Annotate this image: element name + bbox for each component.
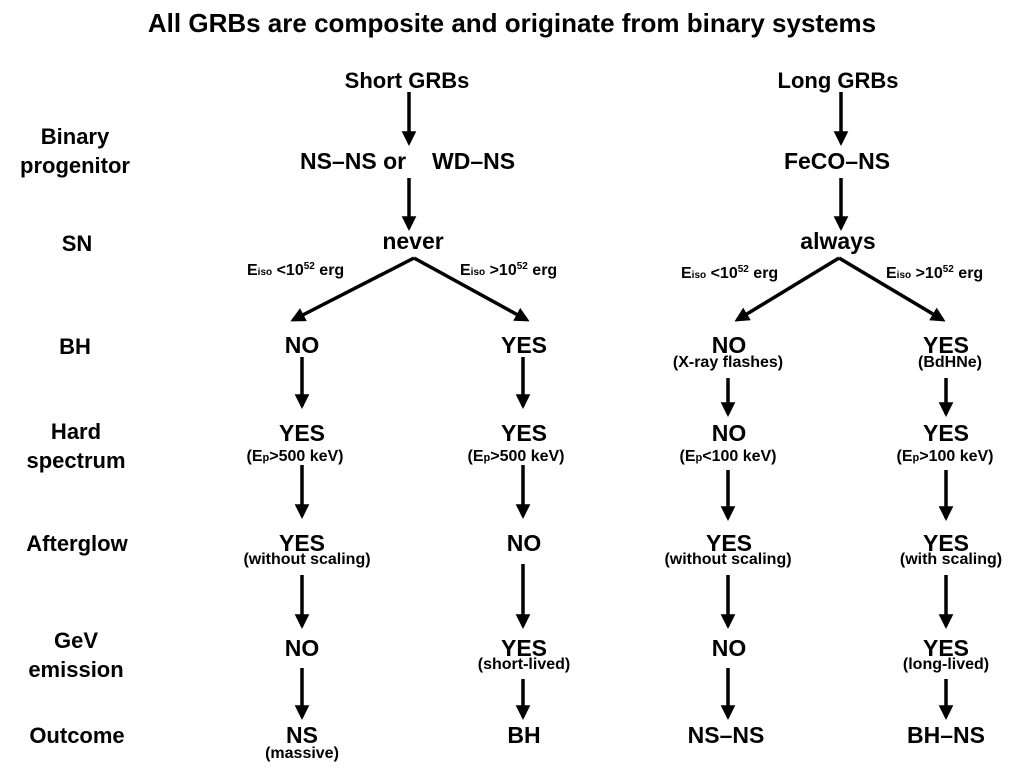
long-left-afterglow-sub: (without scaling) [664, 551, 792, 568]
row-label-sn: SN [61, 231, 93, 256]
short-left-afterglow-sub: (without scaling) [243, 551, 371, 568]
row-label-gev-emission: GeV emission [28, 628, 124, 682]
long-left-hard: NO [711, 420, 747, 446]
row-label-progenitor: Binary progenitor [20, 124, 130, 178]
short-progenitor-b: WD–NS [432, 148, 516, 174]
long-right-hard-sub: (Ep>100 keV) [896, 448, 994, 465]
short-progenitor-a: NS–NS or [300, 148, 407, 174]
long-right-bh: YES [922, 332, 970, 358]
long-right-gev-sub: (long-lived) [902, 656, 990, 673]
short-left-outcome-sub: (massive) [265, 745, 339, 762]
long-right-gev: YES [922, 635, 970, 661]
short-left-gev: NO [284, 635, 320, 661]
long-left-hard-sub: (Ep<100 keV) [679, 448, 777, 465]
row-label-afterglow: Afterglow [26, 531, 128, 556]
long-condition-right: Eiso >1052 erg [886, 264, 984, 282]
long-right-outcome: BH–NS [907, 722, 985, 748]
short-left-hard-sub: (Ep>500 keV) [246, 448, 344, 465]
long-left-afterglow: YES [705, 530, 753, 556]
row-label-bh: BH [59, 334, 91, 359]
diagram-title: All GRBs are composite and originate fro… [147, 8, 877, 38]
short-left-hard: YES [278, 420, 326, 446]
long-left-outcome: NS–NS [687, 722, 765, 748]
short-left-afterglow: YES [278, 530, 326, 556]
long-right-afterglow: YES [922, 530, 970, 556]
short-right-gev-sub: (short-lived) [477, 656, 571, 673]
arrow-short-branch-left [290, 256, 415, 322]
arrow-long-branch-right [838, 256, 946, 322]
short-sn-value: never [382, 228, 444, 254]
long-right-hard: YES [922, 420, 970, 446]
long-left-gev: NO [711, 635, 747, 661]
long-progenitor: FeCO–NS [783, 148, 891, 174]
short-right-bh: YES [500, 332, 548, 358]
short-left-outcome: NS [286, 722, 318, 748]
short-right-afterglow: NO [506, 530, 542, 556]
long-left-bh-sub: (X-ray flashes) [672, 354, 784, 371]
short-right-outcome: BH [507, 722, 541, 748]
short-right-hard-sub: (Ep>500 keV) [467, 448, 565, 465]
arrow-short-branch-right [413, 256, 530, 322]
long-condition-left: Eiso <1052 erg [681, 264, 779, 282]
short-right-hard: YES [500, 420, 548, 446]
short-right-gev: YES [500, 635, 548, 661]
short-condition-right: Eiso >1052 erg [460, 261, 558, 279]
row-label-outcome: Outcome [29, 723, 125, 748]
header-short-grbs: Short GRBs [344, 68, 470, 93]
row-label-hard-spectrum: Hard spectrum [26, 419, 126, 473]
long-right-afterglow-sub: (with scaling) [899, 551, 1003, 568]
short-condition-left: Eiso <1052 erg [247, 261, 345, 279]
long-left-bh: NO [711, 332, 747, 358]
long-right-bh-sub: (BdHNe) [918, 354, 982, 371]
long-sn-value: always [800, 228, 876, 254]
arrow-long-branch-left [734, 256, 840, 322]
short-left-bh: NO [284, 332, 320, 358]
header-long-grbs: Long GRBs [777, 68, 899, 93]
